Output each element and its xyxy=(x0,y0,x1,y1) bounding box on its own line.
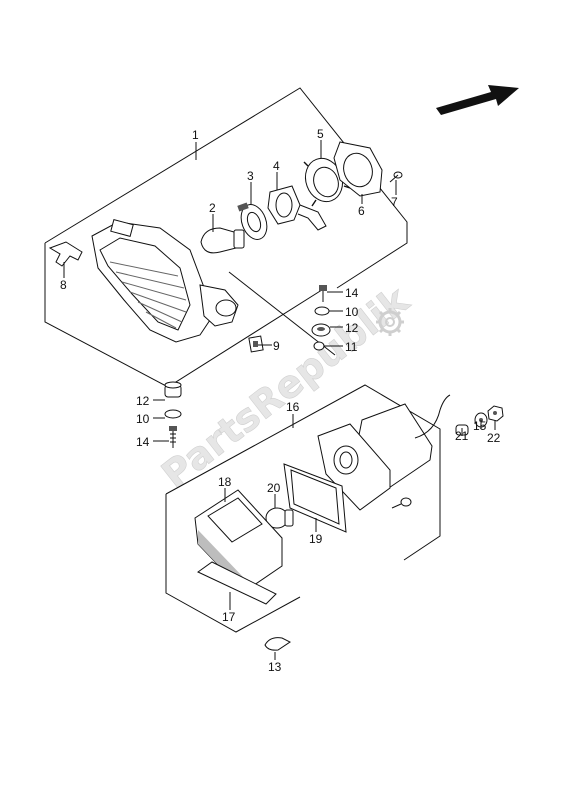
bolt-14-upper xyxy=(319,285,327,302)
callout-15: 15 xyxy=(473,419,487,433)
callout-13: 13 xyxy=(268,660,282,674)
callout-18: 18 xyxy=(218,475,232,489)
callout-1: 1 xyxy=(192,128,199,142)
reflector-17 xyxy=(197,561,277,605)
callout-2: 2 xyxy=(209,201,216,215)
callout-8: 8 xyxy=(60,278,67,292)
callout-19: 19 xyxy=(309,532,323,546)
bulb-20 xyxy=(265,507,294,529)
callout-5: 5 xyxy=(317,127,324,141)
screw-7 xyxy=(389,171,403,183)
lens-18 xyxy=(194,489,283,593)
callout-9: 9 xyxy=(273,339,280,353)
rear-lamp-housing xyxy=(91,219,239,343)
base-screw xyxy=(391,497,412,509)
gasket-6 xyxy=(333,141,383,197)
washer-10-lower xyxy=(164,409,182,419)
front-direction-arrow-icon xyxy=(436,85,519,115)
bulb-13 xyxy=(264,637,291,651)
callout-labels: 1 2 3 4 5 6 7 8 9 14 10 12 11 12 10 14 1… xyxy=(60,127,501,674)
gasket-19 xyxy=(283,463,347,533)
socket-4 xyxy=(267,185,327,231)
callout-21: 21 xyxy=(455,429,469,443)
grommet-12-upper xyxy=(311,323,331,337)
callout-16: 16 xyxy=(286,400,300,414)
clip-8 xyxy=(48,241,83,267)
nut-9 xyxy=(248,335,264,353)
bulb-2 xyxy=(200,227,245,254)
nut-22 xyxy=(487,405,504,422)
callout-11: 11 xyxy=(345,340,358,354)
callout-7: 7 xyxy=(391,195,398,209)
callout-6: 6 xyxy=(358,204,365,218)
callout-17: 17 xyxy=(222,610,236,624)
callout-10-lower: 10 xyxy=(136,412,150,426)
grommet-12-lower xyxy=(164,381,182,398)
nut-11 xyxy=(313,341,325,351)
callout-22: 22 xyxy=(487,431,501,445)
assembly-1-box xyxy=(44,87,408,388)
callout-12-upper: 12 xyxy=(345,321,359,335)
washer-10-upper xyxy=(314,306,330,316)
assembly-16-box xyxy=(165,384,441,633)
callout-12-lower: 12 xyxy=(136,394,150,408)
callout-3: 3 xyxy=(247,169,254,183)
callout-10-upper: 10 xyxy=(345,305,359,319)
license-lamp-base xyxy=(317,394,451,511)
callout-4: 4 xyxy=(273,159,280,173)
leader-lines xyxy=(63,140,496,660)
callout-14-upper: 14 xyxy=(345,286,359,300)
callout-14-lower: 14 xyxy=(136,435,150,449)
callout-20: 20 xyxy=(267,481,281,495)
socket-3 xyxy=(237,202,268,240)
gear-logo-icon xyxy=(376,308,404,336)
bolt-14-lower xyxy=(169,426,177,448)
